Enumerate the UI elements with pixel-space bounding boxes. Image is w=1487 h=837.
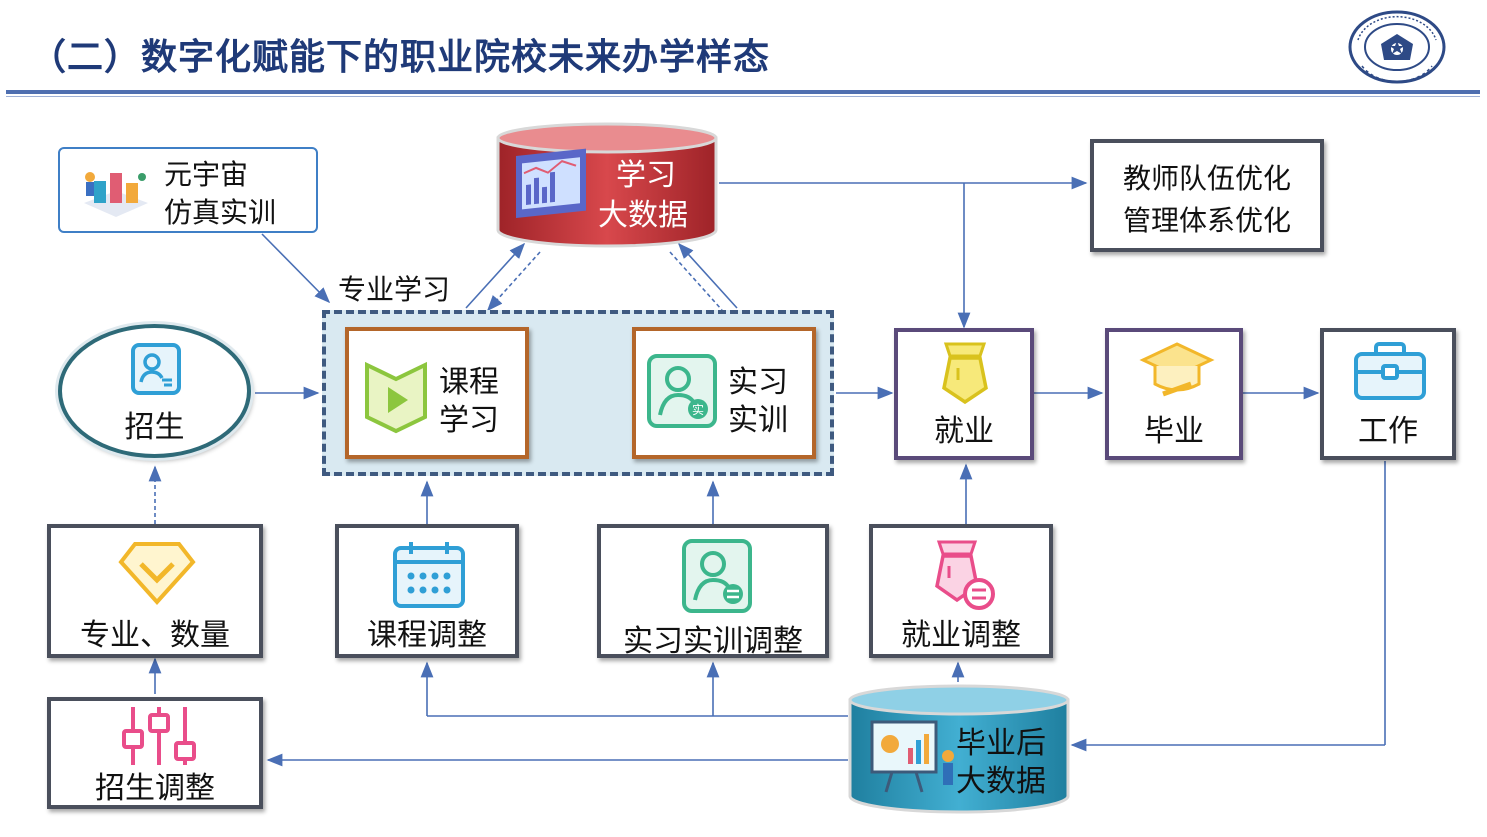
metaverse-line2: 仿真实训	[164, 196, 277, 229]
course-learning-box[interactable]: 课程 学习	[345, 327, 529, 459]
tie-exchange-icon	[935, 540, 995, 610]
person-badge-icon: 实	[647, 354, 717, 428]
briefcase-icon	[1354, 342, 1426, 400]
employ-label: 就业	[934, 414, 994, 449]
enroll-adjust-box[interactable]: 招生调整	[47, 697, 263, 809]
calendar-icon	[393, 542, 465, 608]
user-card-icon	[131, 343, 181, 395]
play-book-icon	[365, 361, 427, 434]
enroll-label: 招生	[124, 410, 185, 445]
teacher-line2: 管理体系优化	[1122, 204, 1291, 237]
diamond-icon	[118, 542, 196, 605]
page-title: （二）数字化赋能下的职业院校未来办学样态	[30, 37, 771, 78]
teacher-optimization-box[interactable]: 教师队伍优化 管理体系优化	[1090, 139, 1324, 252]
employment-box[interactable]: 就业	[894, 328, 1034, 460]
graduation-cap-icon	[1139, 342, 1215, 397]
learning-db-line2: 大数据	[598, 198, 688, 233]
post-db-line2: 大数据	[956, 764, 1046, 799]
teacher-line1: 教师队伍优化	[1122, 162, 1291, 195]
learning-bigdata-cylinder	[496, 122, 718, 248]
learning-db-line1: 学习	[616, 158, 676, 193]
employ-adjust-box[interactable]: 就业调整	[869, 524, 1053, 658]
course-adj-label: 课程调整	[367, 618, 487, 653]
course-line1: 课程	[439, 365, 499, 400]
major-qty-label: 专业、数量	[80, 618, 230, 653]
course-line2: 学习	[439, 403, 499, 438]
major-quantity-box[interactable]: 专业、数量	[47, 524, 263, 658]
course-adjust-box[interactable]: 课程调整	[335, 524, 519, 658]
metaverse-illustration-icon	[84, 172, 148, 217]
practice-line1: 实习	[728, 365, 788, 400]
practice-adjust-box[interactable]: 实习实训调整	[597, 524, 829, 659]
metaverse-sim-box[interactable]: 元宇宙 仿真实训	[58, 147, 318, 233]
enroll-adj-label: 招生调整	[95, 771, 215, 806]
sliders-icon	[122, 707, 196, 765]
graduation-box[interactable]: 毕业	[1105, 328, 1243, 460]
major-study-label: 专业学习	[338, 273, 451, 306]
graduate-label: 毕业	[1144, 414, 1204, 449]
work-box[interactable]: 工作	[1320, 328, 1456, 460]
title-divider-thin	[6, 96, 1480, 97]
svg-text:实: 实	[692, 402, 704, 417]
employ-adj-label: 就业调整	[901, 618, 1021, 653]
practice-adj-label: 实习实训调整	[623, 624, 803, 659]
title-divider	[6, 90, 1480, 94]
work-label: 工作	[1358, 414, 1418, 449]
university-seal-logo	[1348, 10, 1446, 84]
practice-line2: 实训	[728, 403, 788, 438]
post-db-line1: 毕业后	[956, 726, 1046, 761]
metaverse-line1: 元宇宙	[164, 158, 249, 191]
post-graduation-bigdata-cylinder	[848, 684, 1070, 814]
enrollment-node[interactable]: 招生	[58, 324, 251, 458]
person-exchange-icon	[682, 539, 752, 613]
practice-training-box[interactable]: 实 实习 实训	[632, 327, 816, 459]
tie-icon	[942, 342, 988, 404]
